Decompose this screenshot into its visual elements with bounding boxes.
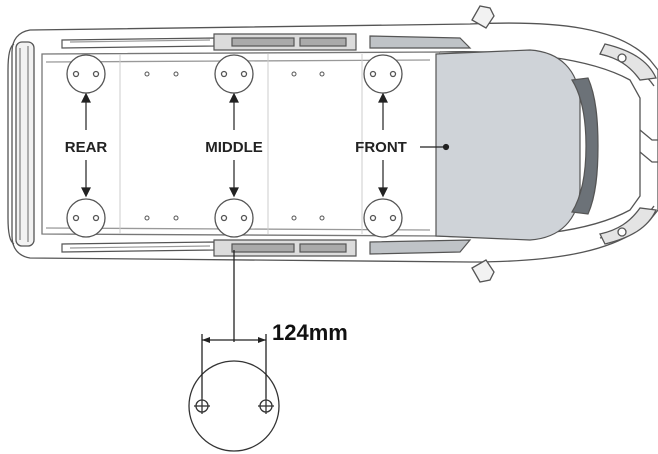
side-rails (61, 33, 472, 257)
detail-hole-right (258, 398, 274, 414)
mount-front-top (363, 54, 403, 94)
mounting-points (66, 54, 403, 238)
roof-holes (144, 71, 325, 221)
mount-middle-top (214, 54, 254, 94)
position-arrows (81, 92, 450, 198)
mount-rear-bottom (66, 198, 106, 238)
detail-hole-left (194, 398, 210, 414)
mount-middle-bottom (214, 198, 254, 238)
mount-rear-top (66, 54, 106, 94)
label-middle: MIDDLE (205, 139, 263, 156)
windscreen (435, 49, 599, 241)
label-rear: REAR (65, 139, 108, 156)
mount-detail (188, 250, 280, 452)
detail-mount-circle (188, 360, 280, 452)
dimension-label: 124mm (272, 320, 348, 345)
label-front: FRONT (355, 139, 407, 156)
mount-front-bottom (363, 198, 403, 238)
